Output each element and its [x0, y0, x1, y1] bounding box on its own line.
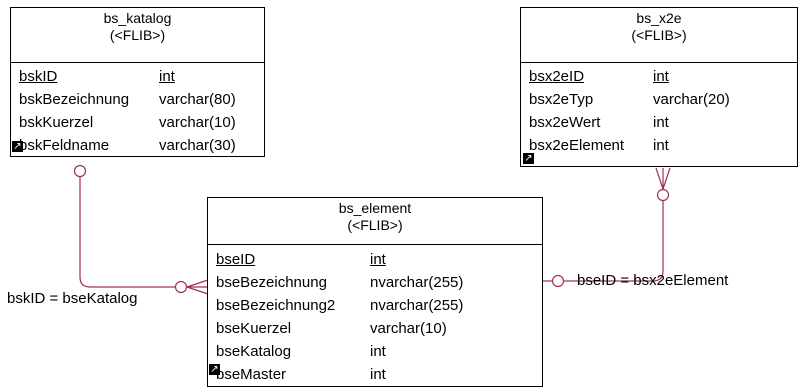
column-name: bseBezeichnung [216, 274, 327, 291]
entity-bs-element[interactable]: bs_element (<FLIB>) bseID int bseBezeich… [207, 197, 543, 387]
shortcut-arrow-icon: ↗ [209, 364, 220, 375]
column-name: bseID [216, 251, 256, 268]
entity-header: bs_katalog (<FLIB>) [11, 8, 264, 63]
entity-title: bs_element [338, 200, 412, 216]
column-name: bskFeldname [19, 137, 110, 154]
entity-bs-x2e[interactable]: bs_x2e (<FLIB>) bsx2eID int bsx2eTyp var… [520, 7, 798, 167]
shortcut-arrow-icon: ↗ [12, 141, 23, 152]
column-row: bseKuerzel varchar(10) [216, 317, 542, 340]
column-name: bseMaster [216, 366, 287, 383]
column-type: nvarchar(255) [370, 297, 464, 314]
entity-title: bs_x2e [636, 10, 682, 26]
column-type: nvarchar(255) [370, 274, 464, 291]
column-name: bskID [19, 68, 58, 85]
relationship-katalog-element [73, 164, 209, 295]
column-row: bseKatalog int [216, 340, 542, 363]
column-row: bsx2eID int [529, 65, 797, 88]
column-row: bseID int [216, 248, 542, 271]
entity-bs-katalog[interactable]: bs_katalog (<FLIB>) bskID int bskBezeich… [10, 7, 265, 157]
column-name: bsx2eWert [529, 114, 601, 131]
column-type: int [370, 343, 386, 360]
column-row: bskKuerzel varchar(10) [19, 111, 264, 134]
column-name: bsx2eElement [529, 137, 625, 154]
column-name: bskKuerzel [19, 114, 94, 131]
column-type: varchar(20) [653, 91, 730, 108]
column-name: bskBezeichnung [19, 91, 130, 108]
shortcut-arrow-icon: ↗ [523, 153, 534, 164]
column-type: int [653, 68, 669, 85]
entity-header: bs_x2e (<FLIB>) [521, 8, 797, 63]
column-type: int [370, 251, 386, 268]
column-row: bskFeldname varchar(30) [19, 134, 264, 156]
entity-stereotype: (<FLIB>) [631, 27, 687, 43]
column-row: bsx2eTyp varchar(20) [529, 88, 797, 111]
column-name: bseKuerzel [216, 320, 292, 337]
column-row: bsx2eWert int [529, 111, 797, 134]
column-name: bsx2eID [529, 68, 585, 85]
column-type: varchar(80) [159, 91, 236, 108]
relationship-element-x2e [542, 167, 671, 288]
column-name: bseBezeichnung2 [216, 297, 336, 314]
column-row: bseBezeichnung2 nvarchar(255) [216, 294, 542, 317]
column-name: bseKatalog [216, 343, 292, 360]
entity-stereotype: (<FLIB>) [347, 217, 403, 233]
column-type: varchar(10) [370, 320, 447, 337]
column-row: bskID int [19, 65, 264, 88]
entity-title: bs_katalog [103, 10, 172, 26]
entity-header: bs_element (<FLIB>) [208, 198, 542, 245]
column-row: bskBezeichnung varchar(80) [19, 88, 264, 111]
column-type: int [653, 137, 669, 154]
column-type: varchar(30) [159, 137, 236, 154]
column-row: bseBezeichnung nvarchar(255) [216, 271, 542, 294]
column-row: bseMaster int [216, 363, 542, 386]
column-type: int [159, 68, 175, 85]
relationship-label: bseID = bsx2eElement [577, 272, 729, 289]
column-row: bsx2eElement int [529, 134, 797, 157]
column-name: bsx2eTyp [529, 91, 594, 108]
column-type: int [653, 114, 669, 131]
relationship-label: bskID = bseKatalog [7, 290, 138, 307]
column-type: int [370, 366, 386, 383]
column-type: varchar(10) [159, 114, 236, 131]
entity-stereotype: (<FLIB>) [109, 27, 166, 43]
